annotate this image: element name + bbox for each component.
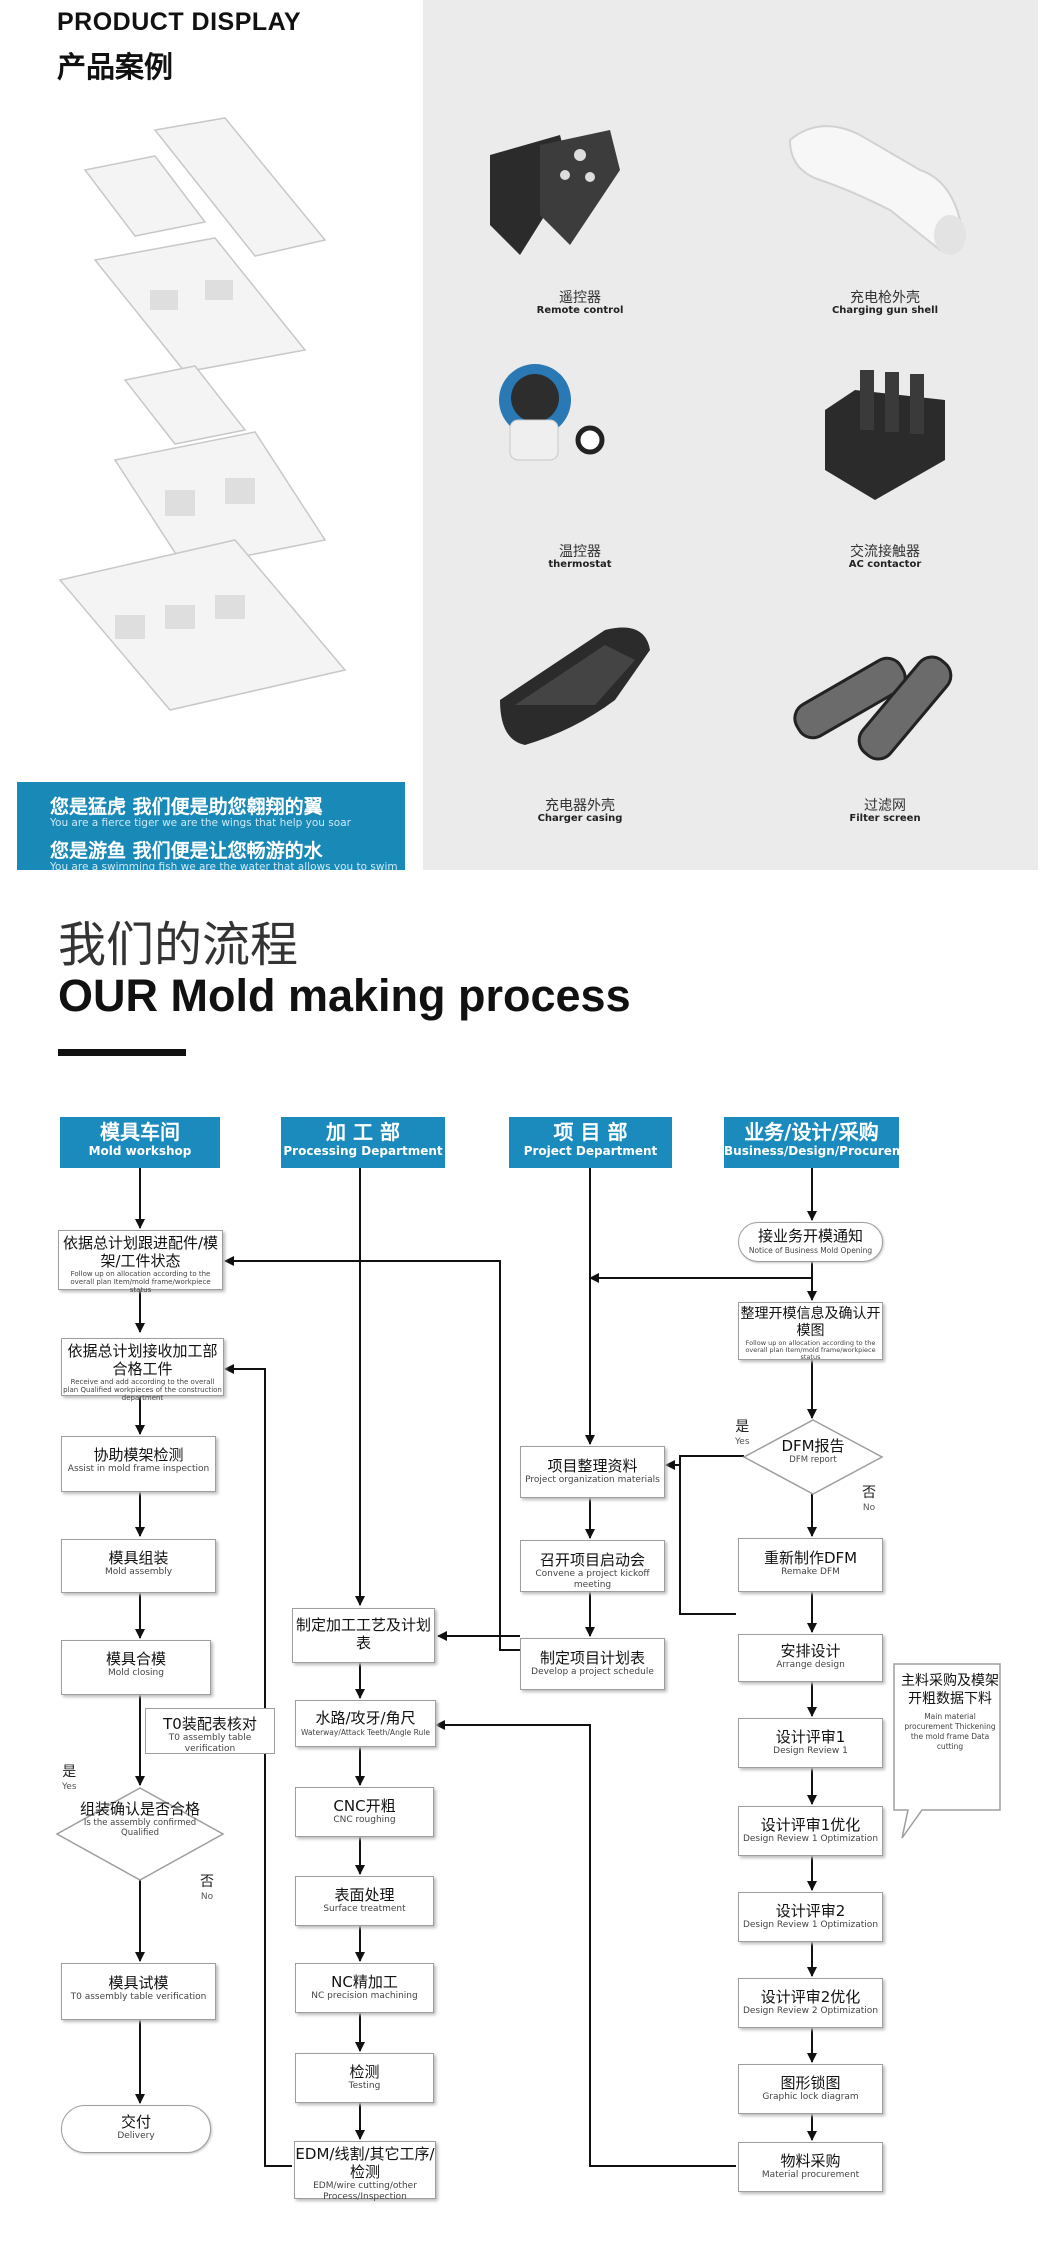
banner-line1-cn: 您是猛虎 我们便是助您翱翔的翼 [50,796,323,818]
flow-node: 模具组装 Mold assembly [61,1539,216,1593]
flow-node: 设计评审2 Design Review 1 Optimization [738,1892,883,1942]
charging-gun-image [788,125,966,255]
flow-node: CNC开粗 CNC roughing [295,1787,434,1837]
flow-node: 整理开模信息及确认开模图 Follow up on allocation acc… [738,1302,883,1361]
banner-line2-en: You are a swimming fish we are the water… [50,861,398,870]
thermostat-image [499,364,605,461]
decision-dfm-report: DFM报告 DFM report [781,1437,845,1465]
product-label-cn: 温控器 [559,544,601,560]
product-label-en: Filter screen [849,813,921,824]
dept-label-cn: 项 目 部 [553,1120,628,1144]
procurement-callout-text: 主料采购及模架开粗数据下料 Main material procurement … [901,1673,999,1751]
flow-node: 设计评审1优化 Design Review 1 Optimization [738,1806,883,1856]
remote-control-image [490,130,620,255]
dept-processing: 加 工 部 Processing Department [281,1117,445,1168]
flow-node: 设计评审1 Design Review 1 [738,1718,883,1768]
flow-callout: T0装配表核对 T0 assembly table verification [145,1708,275,1754]
dept-business: 业务/设计/采购 Business/Design/Procurement [724,1117,927,1168]
flow-node: NC精加工 NC precision machining [295,1963,434,2013]
delivery-terminal: 交付 Delivery [61,2105,211,2153]
start-terminal: 接业务开模通知 Notice of Business Mold Opening [738,1222,883,1262]
flow-node: 设计评审2优化 Design Review 2 Optimization [738,1978,883,2028]
ac-contactor-image [825,370,945,500]
flow-node: 制定加工工艺及计划表 [292,1608,435,1663]
product-display-title-en: PRODUCT DISPLAY [57,8,302,36]
callout-bubble [893,1663,1001,1839]
dept-label-en: Project Department [523,1144,658,1158]
title-underline [58,1049,186,1056]
product-label-en: Charger casing [537,813,623,824]
product-label-cn: 充电枪外壳 [850,290,920,306]
decision-assembly-qualified: 组装确认是否合格 Is the assembly confirmed Quali… [80,1800,201,1838]
flow-node: 模具合模 Mold closing [61,1640,211,1695]
dept-label-cn: 业务/设计/采购 [744,1120,879,1144]
flow-node: 安排设计 Arrange design [738,1634,883,1682]
flow-node: 制定项目计划表 Develop a project schedule [520,1638,665,1690]
flow-node: 依据总计划接收加工部合格工件 Receive and add according… [61,1338,224,1402]
process-title-en: OUR Mold making process [58,970,631,1021]
product-label-en: Charging gun shell [831,305,939,316]
flow-node: 模具试模 T0 assembly table verification [61,1963,216,2020]
dept-label-cn: 加 工 部 [326,1120,400,1144]
dept-label-en: Business/Design/Procurement [724,1144,927,1158]
dept-mold-workshop: 模具车间 Mold workshop [60,1117,220,1168]
flow-node: 依据总计划跟进配件/模架/工件状态 Follow up on allocatio… [58,1230,223,1294]
product-label-cn: 充电器外壳 [545,798,615,814]
product-label-en: AC contactor [848,559,922,570]
flow-node: 项目整理资料 Project organization materials [520,1446,665,1498]
dept-label-en: Processing Department [283,1144,443,1158]
banner-line2-cn: 您是游鱼 我们便是让您畅游的水 [50,840,323,862]
flow-node: EDM/线割/其它工序/检测 EDM/wire cutting/other Pr… [294,2141,436,2202]
exploded-switch-image [58,117,347,711]
flow-node: 水路/攻牙/角尺 Waterway/Attack Teeth/Angle Rul… [295,1700,436,1747]
product-display-title-cn: 产品案例 [57,50,174,84]
flow-node: 物料采购 Material procurement [738,2142,883,2192]
product-label-en: thermostat [548,559,612,570]
process-title-cn: 我们的流程 [58,917,299,973]
flow-node: 图形锁图 Graphic lock diagram [738,2064,883,2114]
dept-label-en: Mold workshop [88,1144,192,1158]
flow-node: 召开项目启动会 Convene a project kickoff meetin… [520,1540,665,1592]
flow-node: 重新制作DFM Remake DFM [738,1538,883,1592]
banner-line1-en: You are a fierce tiger we are the wings … [50,817,351,829]
product-label-en: Remote control [536,305,624,316]
charger-casing-image [500,627,650,745]
decision-diamond [742,1419,884,1495]
product-label-cn: 交流接触器 [850,544,920,560]
product-label-cn: 过滤网 [864,798,906,814]
flow-node: 检测 Testing [295,2053,434,2103]
slogan-banner: 您是猛虎 我们便是助您翱翔的翼 You are a fierce tiger w… [17,782,405,870]
product-label-cn: 遥控器 [559,290,601,306]
filter-screen-image [793,655,953,761]
dept-project: 项 目 部 Project Department [509,1117,672,1168]
dept-label-cn: 模具车间 [100,1120,180,1144]
flow-node: 表面处理 Surface treatment [295,1876,434,1926]
flow-node: 协助模架检测 Assist in mold frame inspection [61,1436,216,1492]
decision-diamond [55,1787,225,1881]
